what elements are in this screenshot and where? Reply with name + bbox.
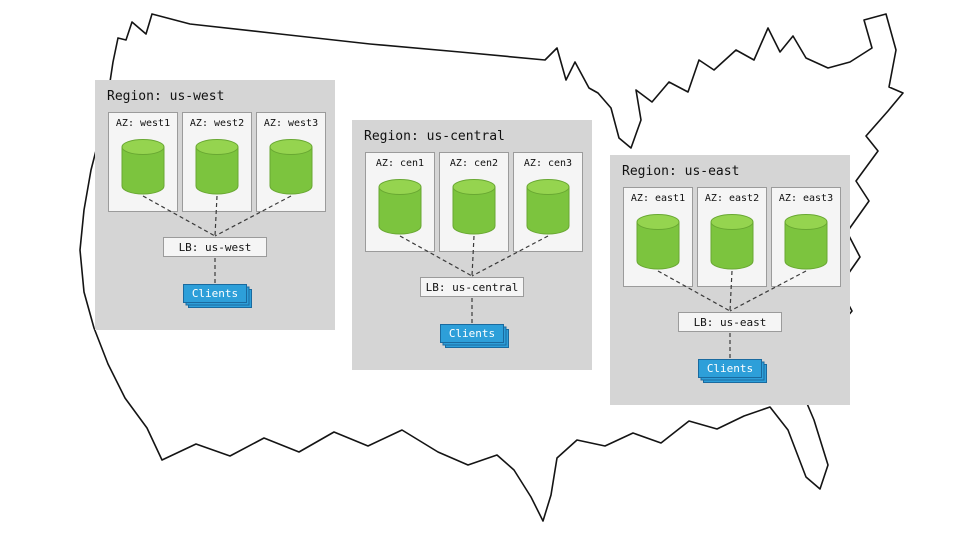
az-box-cen2: AZ: cen2 [439, 152, 509, 252]
database-cylinder-icon [195, 139, 239, 195]
az-label: AZ: east1 [630, 193, 686, 204]
database-cylinder-icon [784, 214, 828, 270]
az-box-cen3: AZ: cen3 [513, 152, 583, 252]
az-label: AZ: east2 [704, 193, 760, 204]
az-box-east1: AZ: east1 [623, 187, 693, 287]
az-label: AZ: cen1 [375, 158, 425, 169]
az-label: AZ: west2 [189, 118, 245, 129]
load-balancer-box: LB: us-east [678, 312, 782, 332]
az-box-west2: AZ: west2 [182, 112, 252, 212]
az-box-cen1: AZ: cen1 [365, 152, 435, 252]
region-title: Region: us-central [364, 129, 505, 144]
clients-box: Clients [440, 324, 509, 348]
clients-box: Clients [698, 359, 767, 383]
database-cylinder-icon [452, 179, 496, 235]
load-balancer-box: LB: us-west [163, 237, 267, 257]
region-us-east: Region: us-east AZ: east1 AZ: east2 AZ: … [610, 155, 850, 405]
database-cylinder-icon [269, 139, 313, 195]
load-balancer-box: LB: us-central [420, 277, 524, 297]
az-label: AZ: cen2 [449, 158, 499, 169]
az-label: AZ: east3 [778, 193, 834, 204]
az-label: AZ: west3 [263, 118, 319, 129]
region-title: Region: us-west [107, 89, 225, 104]
az-box-east3: AZ: east3 [771, 187, 841, 287]
az-row: AZ: cen1 AZ: cen2 AZ: cen3 [365, 152, 583, 252]
az-box-west1: AZ: west1 [108, 112, 178, 212]
az-box-east2: AZ: east2 [697, 187, 767, 287]
az-row: AZ: east1 AZ: east2 AZ: east3 [623, 187, 841, 287]
clients-label: Clients [440, 324, 504, 343]
az-box-west3: AZ: west3 [256, 112, 326, 212]
az-label: AZ: west1 [115, 118, 171, 129]
region-title: Region: us-east [622, 164, 740, 179]
clients-label: Clients [183, 284, 247, 303]
database-cylinder-icon [378, 179, 422, 235]
az-row: AZ: west1 AZ: west2 AZ: west3 [108, 112, 326, 212]
az-label: AZ: cen3 [523, 158, 573, 169]
clients-box: Clients [183, 284, 252, 308]
database-cylinder-icon [121, 139, 165, 195]
database-cylinder-icon [710, 214, 754, 270]
database-cylinder-icon [636, 214, 680, 270]
database-cylinder-icon [526, 179, 570, 235]
region-us-central: Region: us-central AZ: cen1 AZ: cen2 AZ:… [352, 120, 592, 370]
region-us-west: Region: us-west AZ: west1 AZ: west2 AZ: … [95, 80, 335, 330]
clients-label: Clients [698, 359, 762, 378]
